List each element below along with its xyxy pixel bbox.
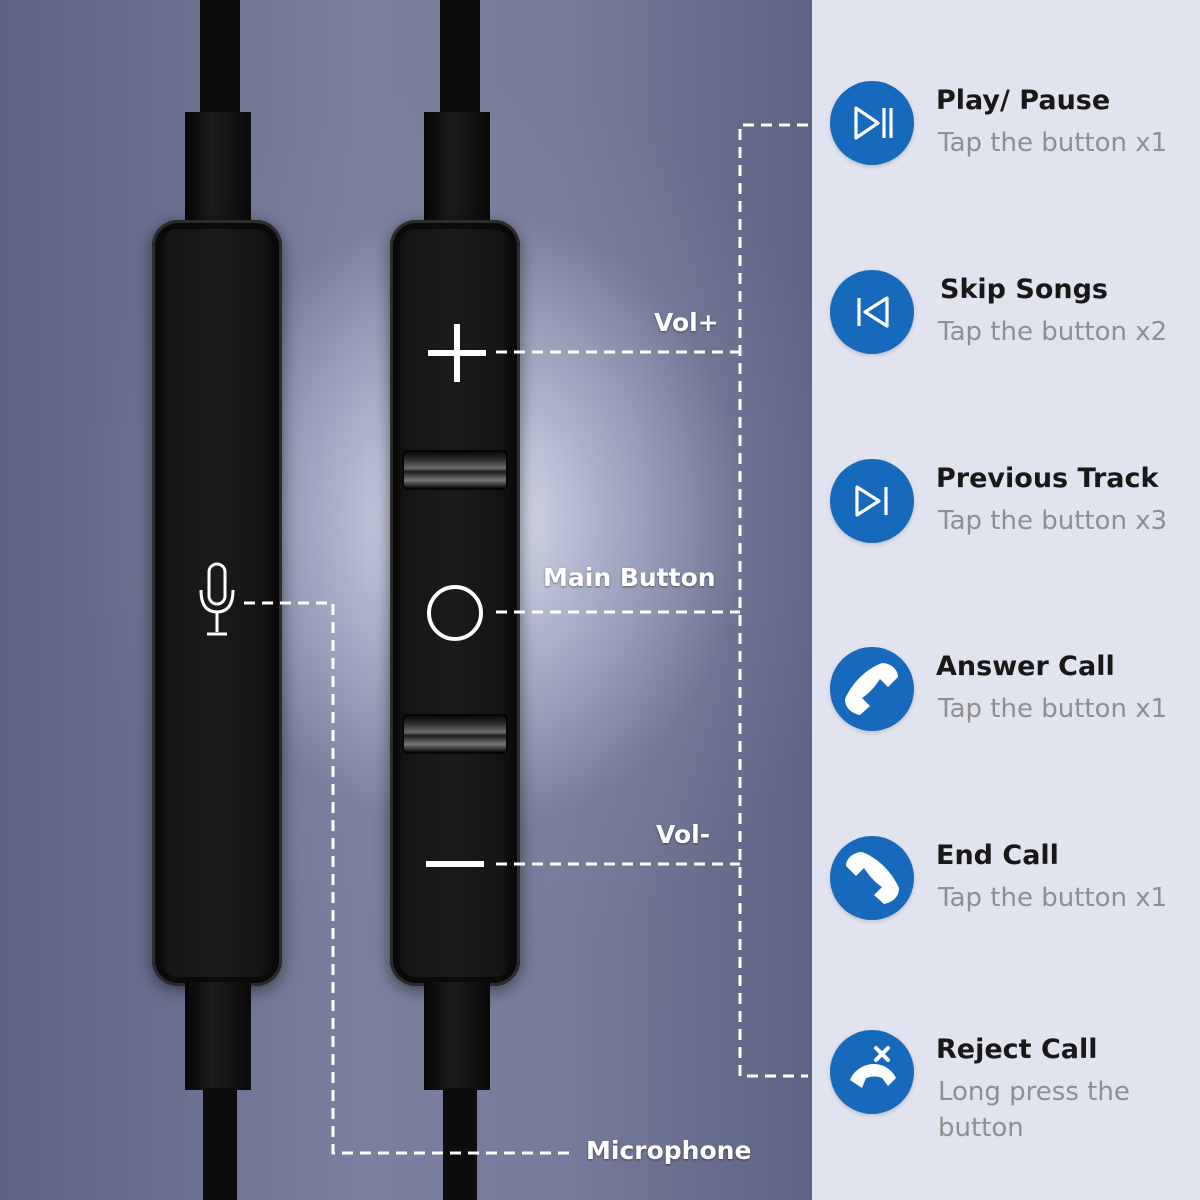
play-pause-icon — [830, 81, 914, 165]
button-ridge-lower — [402, 714, 508, 754]
plus-icon — [428, 324, 486, 382]
feature-title: Previous Track — [936, 463, 1159, 494]
function-guide-panel — [812, 0, 1200, 1200]
microphone-label: Microphone — [586, 1136, 752, 1165]
feature-description: Long press the button — [938, 1077, 1130, 1143]
feature-description: Tap the button x1 — [938, 694, 1168, 724]
left-cable-collar-bottom — [185, 982, 251, 1090]
feature-description: Tap the button x1 — [938, 128, 1168, 158]
left-cable-collar-top — [185, 112, 251, 224]
microphone-icon — [199, 562, 235, 636]
feature-title: Play/ Pause — [936, 85, 1111, 116]
phone-reject-icon — [830, 1030, 914, 1114]
leader-line-microphone — [244, 601, 572, 1155]
feature-title: Answer Call — [936, 651, 1115, 682]
feature-title: Reject Call — [936, 1034, 1098, 1065]
skip-forward-icon — [830, 459, 914, 543]
phone-answer-icon — [830, 647, 914, 731]
feature-title: Skip Songs — [940, 274, 1108, 305]
main-button-label: Main Button — [543, 563, 716, 592]
phone-end-icon — [830, 836, 914, 920]
feature-description: Tap the button x1 — [938, 883, 1168, 913]
right-cable-collar-bottom — [424, 982, 490, 1090]
left-cable-bottom — [203, 1088, 237, 1200]
left-cable-top — [200, 0, 240, 120]
vol-down-label: Vol- — [656, 820, 711, 849]
vol-up-label: Vol+ — [654, 308, 719, 337]
right-cable-bottom — [443, 1088, 477, 1200]
skip-back-icon — [830, 270, 914, 354]
main-button-circle-icon — [427, 585, 483, 641]
button-ridge-upper — [402, 450, 508, 490]
right-cable-top — [440, 0, 480, 120]
feature-title: End Call — [936, 840, 1059, 871]
leader-lines — [0, 0, 812, 1200]
earphone-photo-panel: Vol+ Main Button Vol- Microphone — [0, 0, 812, 1200]
minus-icon — [426, 861, 484, 867]
right-cable-collar-top — [424, 112, 490, 224]
leader-line-bracket — [738, 123, 808, 1078]
feature-description: Tap the button x2 — [938, 317, 1168, 347]
feature-description: Tap the button x3 — [938, 506, 1168, 536]
